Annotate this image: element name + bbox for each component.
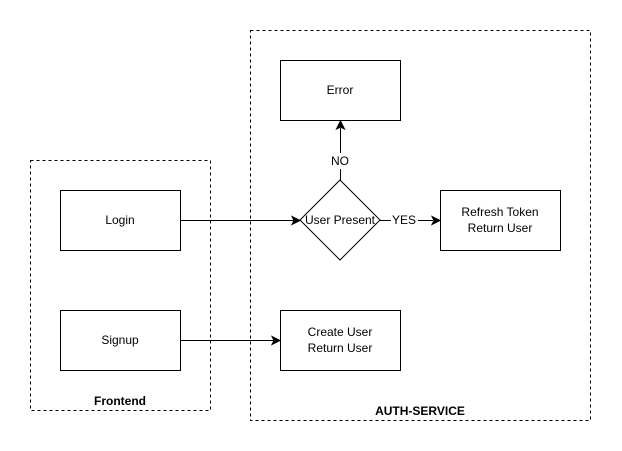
signup-to-create-user-arrowhead: [270, 335, 282, 346]
user-present-to-error-arrowhead: [335, 119, 346, 131]
login-label: Login: [105, 213, 134, 227]
yes-label-background: [391, 212, 418, 228]
create-user-label-line2: Return User: [308, 341, 373, 355]
frontend-group: [30, 160, 211, 411]
auth-service-group: [250, 30, 591, 421]
refresh-token-label-line2: Return User: [468, 221, 533, 235]
signup-box[interactable]: [60, 310, 181, 371]
error-box[interactable]: [280, 60, 401, 121]
no-label-background: [328, 153, 353, 169]
yes-edge-label: YES: [392, 213, 416, 227]
auth-service-group-label: AUTH-SERVICE: [375, 404, 465, 418]
signup-label: Signup: [101, 333, 139, 347]
login-to-user-present-arrowhead: [290, 215, 302, 226]
create-user-label-line1: Create User: [308, 325, 373, 339]
create-user-box[interactable]: [280, 310, 401, 371]
user-present-label: User Present: [305, 213, 376, 227]
no-edge-label: NO: [331, 154, 349, 168]
user-present-to-refresh-arrowhead: [430, 215, 442, 226]
error-label: Error: [327, 83, 354, 97]
frontend-group-label: Frontend: [94, 394, 146, 408]
refresh-token-label-line1: Refresh Token: [461, 205, 538, 219]
user-present-diamond[interactable]: [299, 179, 381, 261]
refresh-token-box[interactable]: [440, 190, 561, 251]
